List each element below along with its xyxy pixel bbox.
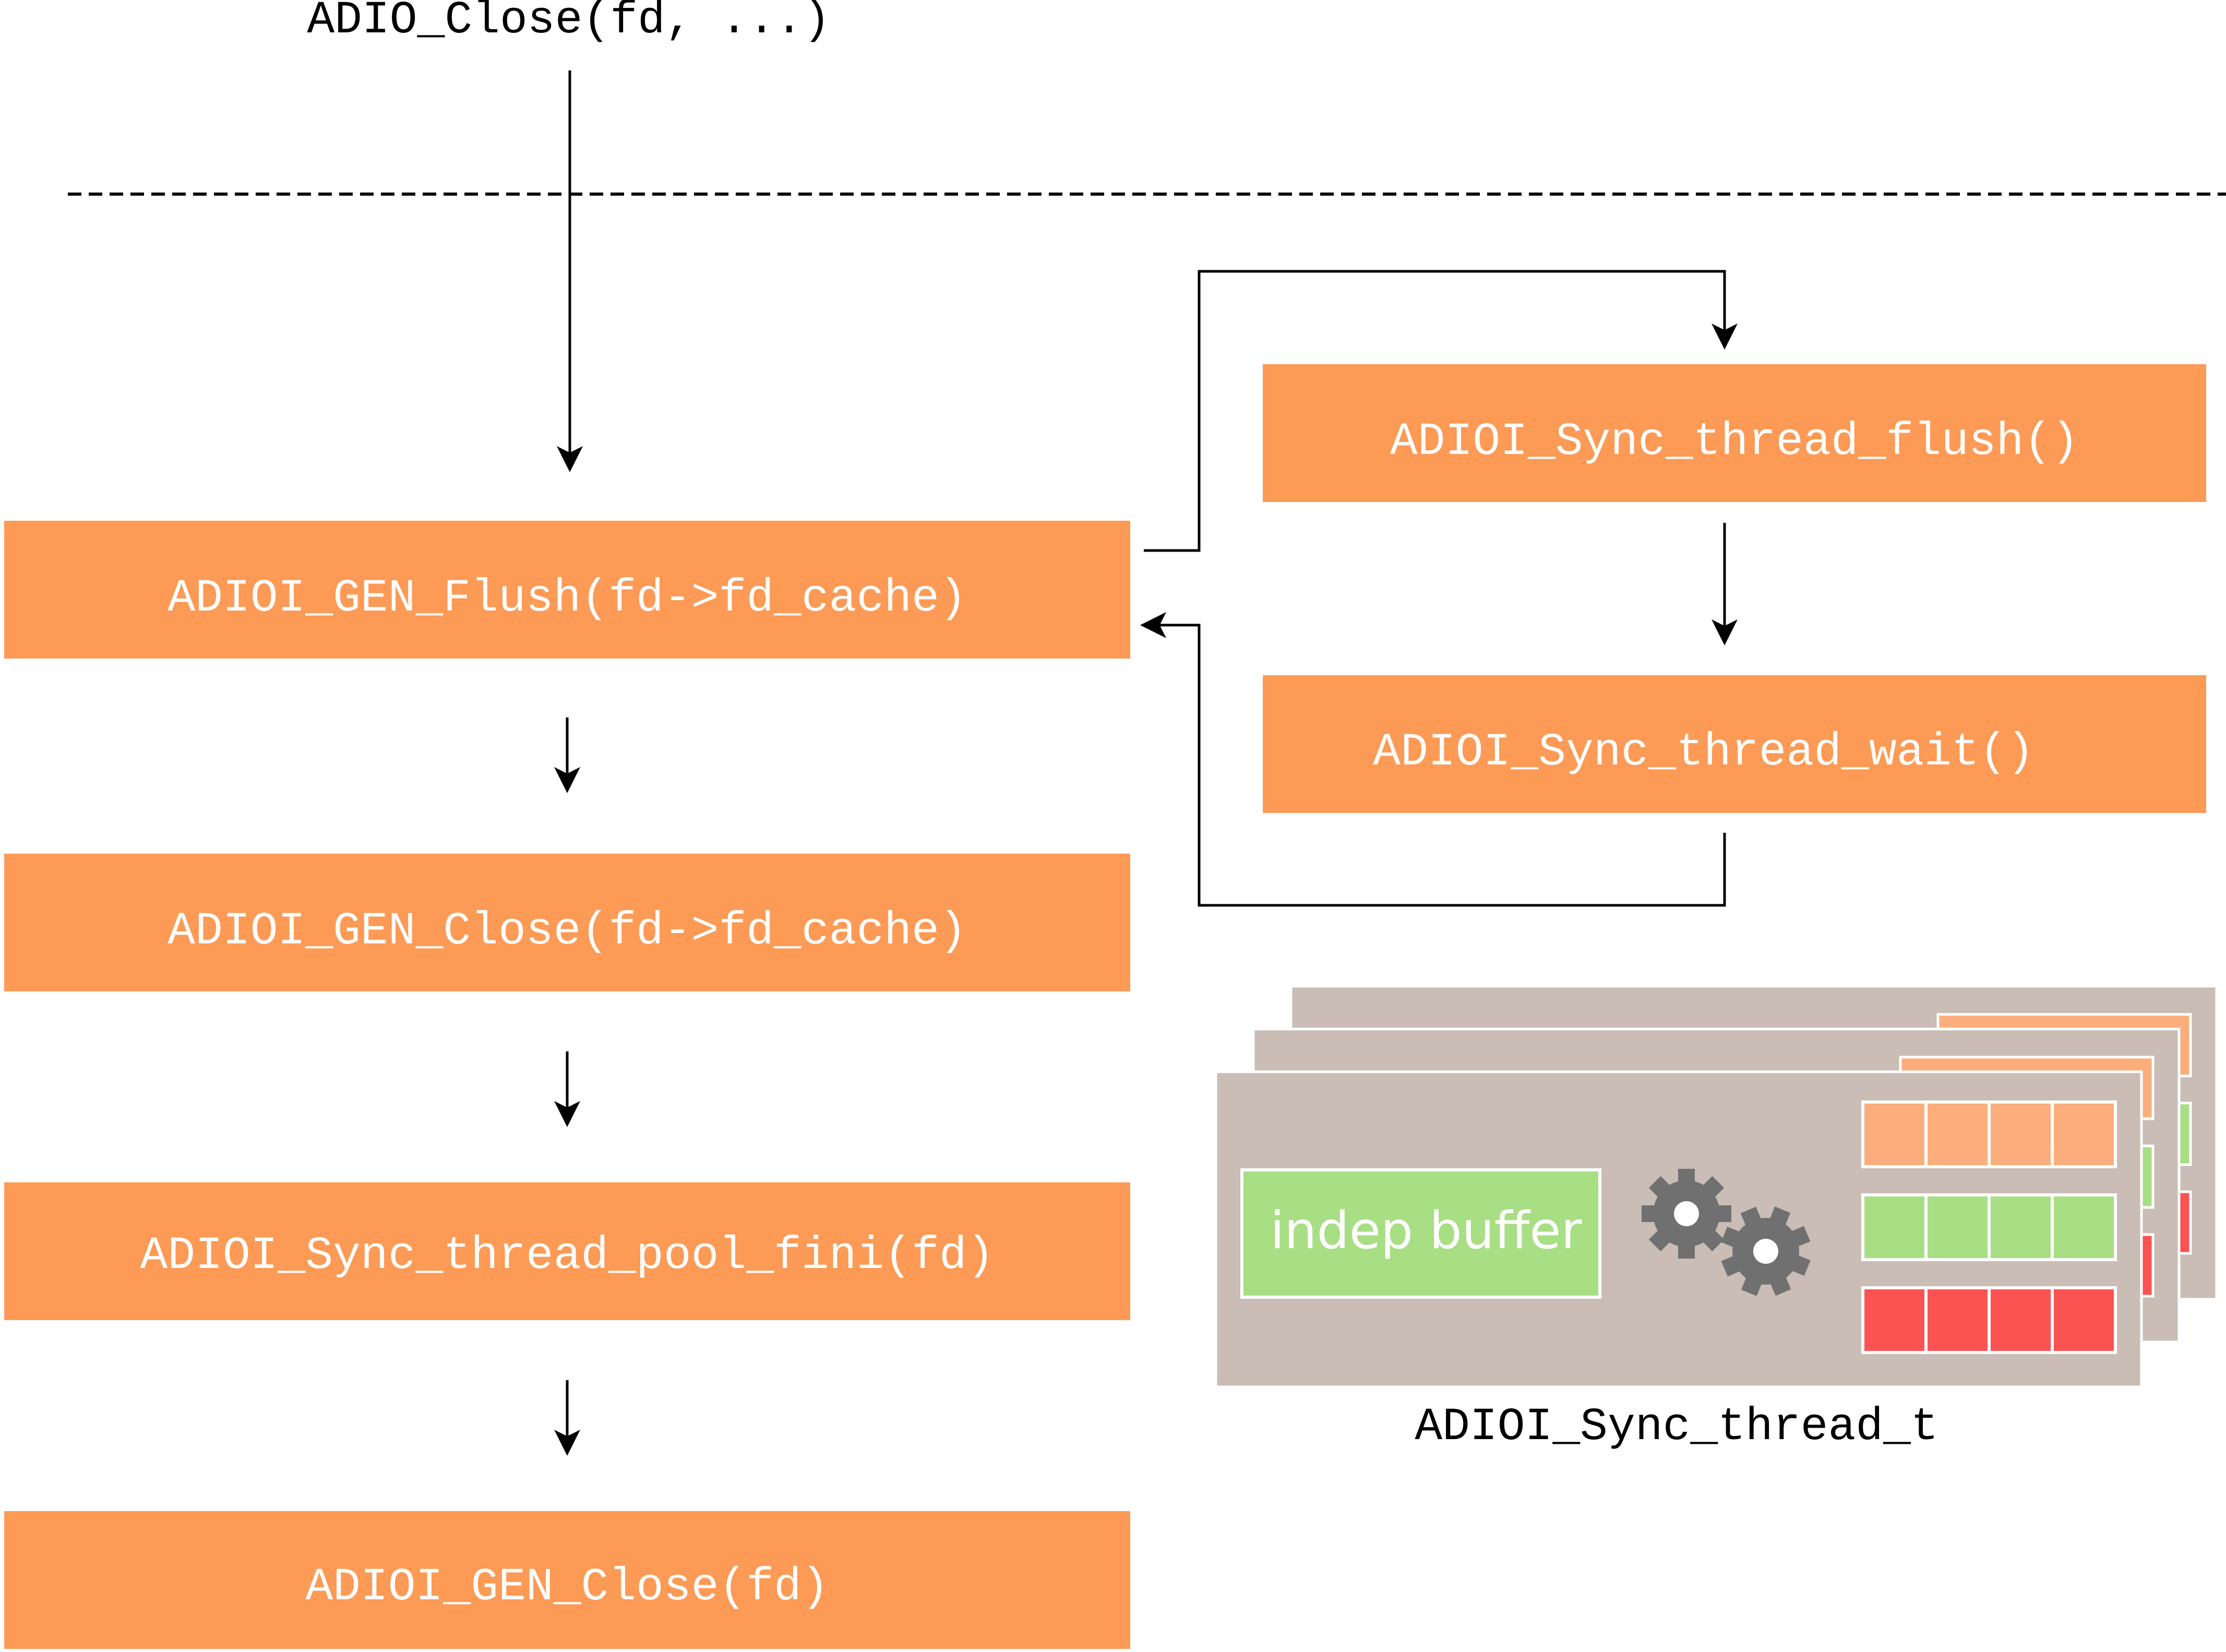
thread-struct-caption: ADIOI_Sync_thread_t: [1415, 1402, 1938, 1453]
gears-icon: [1642, 1169, 1811, 1296]
queue-row-done: [1861, 1193, 2117, 1261]
sync-flow-step-label: ADIOI_Sync_thread_flush(): [1390, 416, 2079, 468]
entry-call-label: ADIO_Close(fd, ...): [307, 0, 830, 46]
flush-to-sync-connector: [1144, 270, 1738, 552]
sync-return-connector: [1140, 612, 1726, 907]
queue-row-pending: [1861, 1100, 2117, 1168]
main-flow-step-label: ADIOI_Sync_thread_pool_fini(fd): [140, 1230, 994, 1282]
main-flow-step-4: ADIOI_GEN_Close(fd): [4, 1511, 1130, 1649]
main-flow-step-label: ADIOI_GEN_Close(fd->fd_cache): [167, 906, 966, 957]
indep-buffer: indep buffer: [1240, 1168, 1601, 1299]
main-flow-step-label: ADIOI_GEN_Close(fd): [305, 1562, 829, 1613]
main-flow-step-3: ADIOI_Sync_thread_pool_fini(fd): [4, 1182, 1130, 1320]
sync-flow-step-2: ADIOI_Sync_thread_wait(): [1263, 675, 2206, 813]
sync-flow-step-1: ADIOI_Sync_thread_flush(): [1263, 364, 2206, 502]
queue-rows-front: [1861, 1100, 2117, 1354]
sync-flow-step-label: ADIOI_Sync_thread_wait(): [1373, 727, 2034, 779]
sync-thread-stack: indep buffer: [1214, 985, 2218, 1388]
thread-panel-front: indep buffer: [1214, 1070, 2143, 1388]
queue-row-error: [1861, 1286, 2117, 1354]
indep-buffer-label: indep buffer: [1270, 1201, 1582, 1261]
main-flow-step-label: ADIOI_GEN_Flush(fd->fd_cache): [167, 573, 966, 625]
main-flow-step-2: ADIOI_GEN_Close(fd->fd_cache): [4, 854, 1130, 991]
main-flow-step-1: ADIOI_GEN_Flush(fd->fd_cache): [4, 521, 1130, 659]
